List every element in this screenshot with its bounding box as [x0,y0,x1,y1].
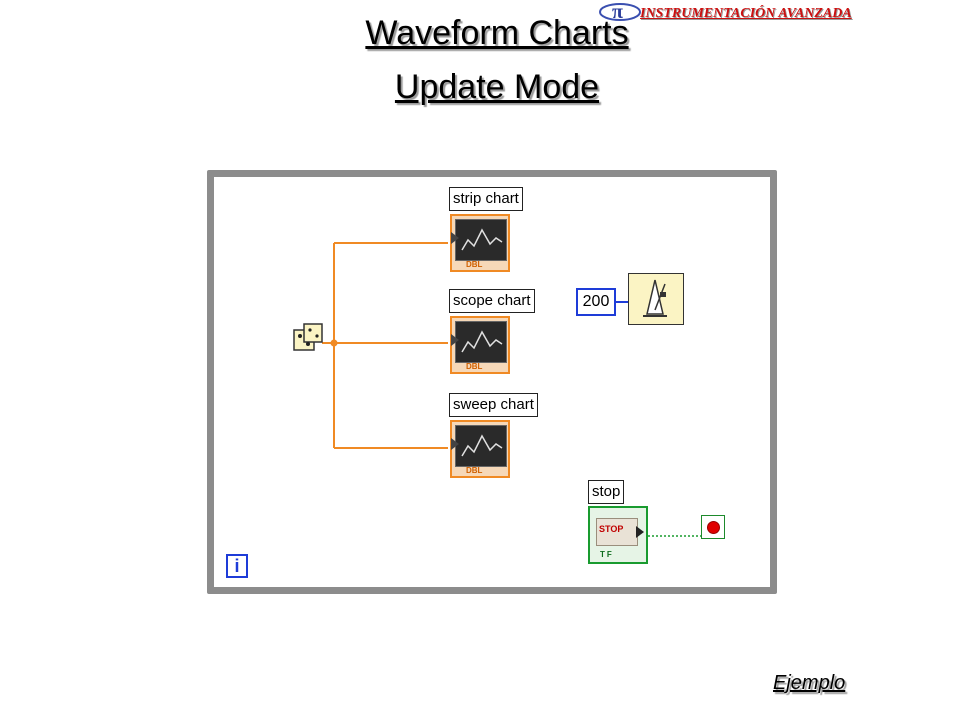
stop-button-terminal[interactable]: STOP TF [588,506,648,564]
input-arrow-icon [451,438,459,450]
slide-title-line1: Waveform Charts [365,14,629,52]
waveform-chart-icon [455,219,507,261]
type-badge: DBL [466,362,483,371]
strip-chart-terminal[interactable]: DBL [450,214,510,272]
type-badge: DBL [466,260,483,269]
double-wires [322,242,448,449]
example-link[interactable]: Ejemplo [773,672,846,694]
input-arrow-icon [451,334,459,346]
stop-button-text: STOP [599,524,624,534]
dice-icon [293,323,323,351]
while-loop[interactable] [207,170,777,594]
type-badge: DBL [466,466,483,475]
iteration-terminal: i [226,554,248,578]
brand-logo-icon: π [599,1,641,23]
waveform-chart-icon [455,425,507,467]
label-sweep-chart: sweep chart [449,393,538,417]
stop-button-icon: STOP [596,518,638,546]
stop-condition-icon [707,521,720,534]
output-arrow-icon [636,526,644,538]
type-badge: TF [600,550,614,559]
scope-chart-terminal[interactable]: DBL [450,316,510,374]
input-arrow-icon [451,232,459,244]
wire-junction [330,339,338,347]
wait-ms-node[interactable] [628,273,684,325]
brand-text: INSTRUMENTACIÓN AVANZADA [640,6,852,21]
svg-text:π: π [612,1,623,22]
wait-constant[interactable]: 200 [576,288,616,316]
sweep-chart-terminal[interactable]: DBL [450,420,510,478]
brand-logo: π [598,0,642,27]
slide-title-line2: Update Mode [394,68,600,106]
label-scope-chart: scope chart [449,289,535,313]
label-stop: stop [588,480,625,504]
loop-condition-terminal[interactable] [701,515,725,539]
waveform-chart-icon [455,321,507,363]
random-number-node[interactable] [292,322,326,361]
label-strip-chart: strip chart [449,187,523,211]
metronome-icon [643,279,667,317]
